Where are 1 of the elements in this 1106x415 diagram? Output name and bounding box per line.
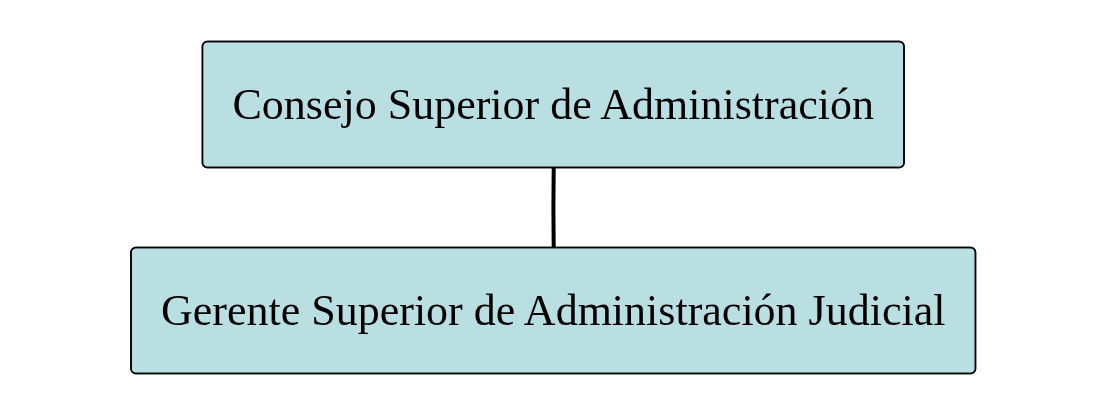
connector <box>551 167 556 249</box>
